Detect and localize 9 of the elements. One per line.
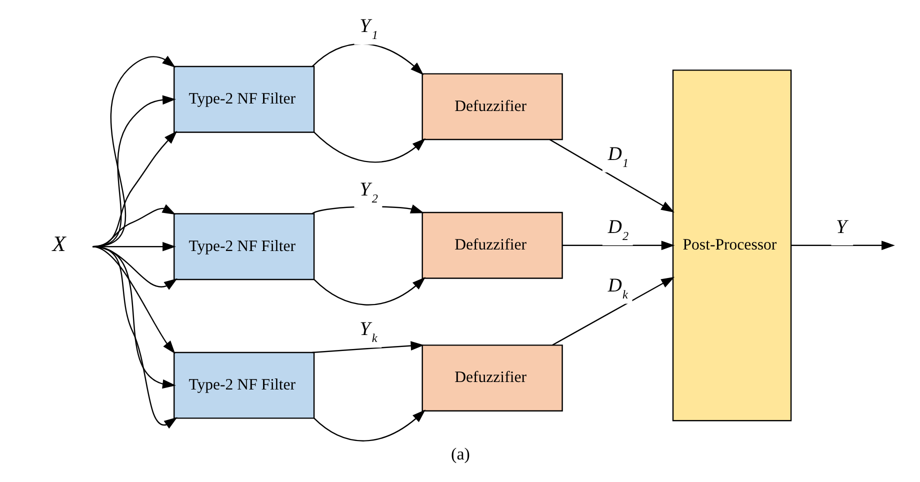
edge-label: Y$_{1}$ (359, 16, 378, 42)
node-text: X (52, 230, 66, 256)
edge-label: Y$_{2}$ (359, 179, 378, 206)
edge-label: D$_{1}$ (607, 144, 628, 170)
edge-label: D$_{2}$ (607, 216, 628, 243)
edge-label: D$_{k}$ (607, 275, 628, 302)
edge-label: Y (836, 216, 846, 238)
edge-label: Y$_{k}$ (359, 319, 377, 346)
caption: (a) (450, 444, 470, 464)
